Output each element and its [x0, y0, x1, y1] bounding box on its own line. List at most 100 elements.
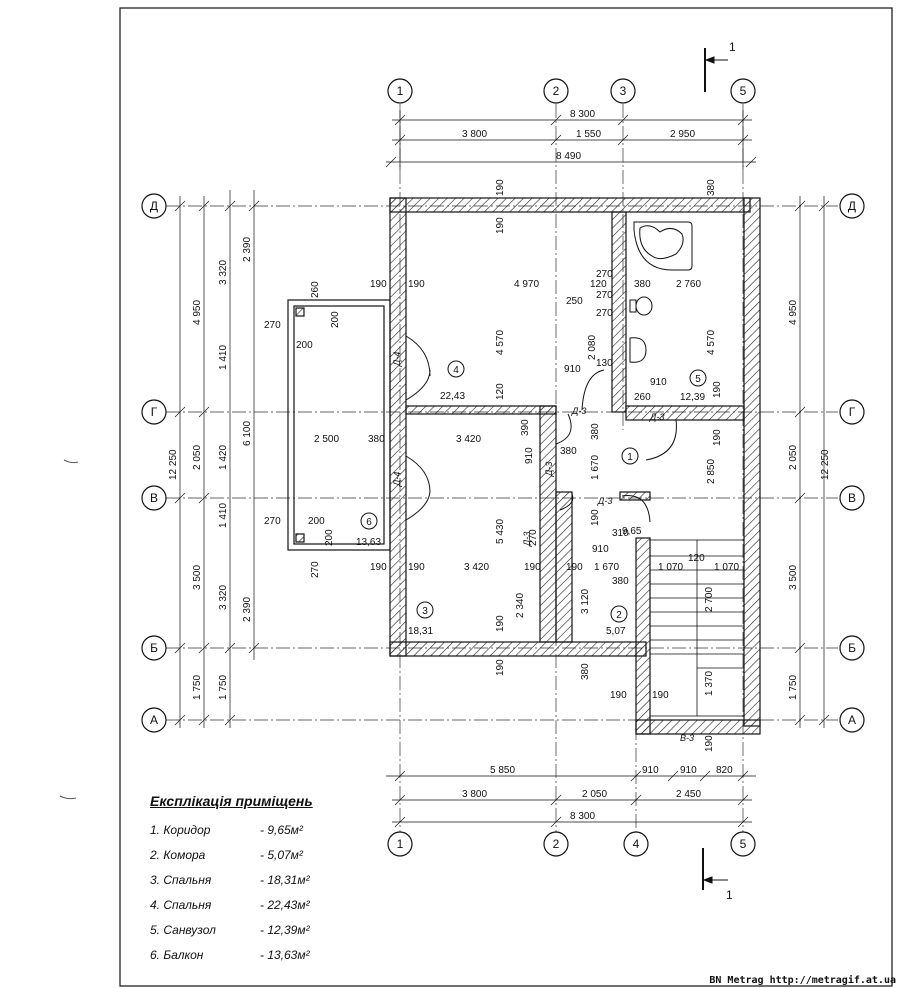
svg-text:910: 910	[564, 364, 581, 375]
svg-text:310: 310	[612, 528, 629, 539]
svg-text:18,31: 18,31	[408, 626, 433, 637]
toilet-icon	[629, 296, 653, 316]
svg-text:910: 910	[642, 765, 659, 776]
svg-text:3 800: 3 800	[462, 789, 487, 800]
interior-dimension-texts: 190 190 380 190 190 4 970 120 270 380 2 …	[264, 179, 739, 752]
svg-text:190: 190	[495, 659, 506, 676]
svg-text:910: 910	[524, 447, 535, 464]
axis-row-b-right: Б	[839, 635, 865, 661]
svg-text:В: В	[150, 491, 158, 505]
svg-text:380: 380	[706, 179, 717, 196]
svg-text:3 420: 3 420	[456, 434, 481, 445]
room-6: 613,63	[356, 512, 381, 548]
svg-text:2: 2	[616, 610, 622, 621]
svg-text:22,43: 22,43	[440, 391, 465, 402]
svg-text:190: 190	[370, 562, 387, 573]
axis-row-b-left: Б	[141, 635, 167, 661]
svg-text:А: А	[848, 713, 856, 727]
svg-text:1 410: 1 410	[218, 345, 229, 370]
door-marks: Д-4 Д-4 Д-3 Д-3 Д-3 Д-3 Д-3 В-3	[392, 352, 694, 743]
svg-text:1 070: 1 070	[714, 562, 739, 573]
bathtub-icon	[633, 221, 693, 271]
svg-text:200: 200	[330, 311, 341, 328]
svg-text:Д-4: Д-4	[392, 472, 402, 487]
axis-col-5-top: 5	[730, 78, 756, 104]
svg-text:4: 4	[633, 837, 640, 851]
svg-text:4 950: 4 950	[788, 300, 799, 325]
legend-title: Експлікація приміщень	[150, 793, 313, 809]
svg-text:1 370: 1 370	[704, 671, 715, 696]
svg-text:Д-3: Д-3	[544, 462, 554, 477]
sink-icon	[629, 337, 647, 363]
balcony	[287, 299, 391, 551]
section-mark-top: 1	[704, 40, 736, 92]
drawing-frame	[119, 7, 893, 987]
svg-text:270: 270	[264, 516, 281, 527]
svg-text:910: 910	[592, 544, 609, 555]
room-3: 318,31	[408, 601, 434, 637]
svg-text:Б: Б	[150, 641, 158, 655]
stairs	[649, 539, 745, 717]
svg-text:1: 1	[729, 40, 736, 54]
svg-text:380: 380	[368, 434, 385, 445]
svg-text:Д: Д	[150, 199, 158, 213]
axis-col-2-bottom: 2	[543, 831, 569, 857]
svg-text:270: 270	[310, 561, 321, 578]
svg-text:190: 190	[712, 381, 723, 398]
svg-text:910: 910	[650, 377, 667, 388]
room-legend: Експлікація приміщень 1. Коридор- 9,65м²…	[150, 793, 410, 973]
legend-row: 5. Санвузол- 12,39м²	[150, 923, 310, 937]
svg-text:1 750: 1 750	[788, 675, 799, 700]
svg-text:260: 260	[310, 281, 321, 298]
svg-text:2 080: 2 080	[587, 335, 598, 360]
svg-text:190: 190	[408, 279, 425, 290]
svg-text:1 750: 1 750	[192, 675, 203, 700]
svg-text:Д: Д	[848, 199, 856, 213]
svg-text:2 700: 2 700	[704, 587, 715, 612]
svg-text:1 420: 1 420	[218, 445, 229, 470]
svg-text:6 100: 6 100	[242, 421, 253, 446]
svg-text:380: 380	[590, 423, 601, 440]
svg-text:3 320: 3 320	[218, 585, 229, 610]
axis-row-d-left: Д	[141, 193, 167, 219]
axis-row-v-right: В	[839, 485, 865, 511]
svg-text:2 390: 2 390	[242, 237, 253, 262]
svg-text:190: 190	[495, 217, 506, 234]
dimension-texts: 8 300 3 800 1 550 2 950 8 490 5 850 910 …	[168, 109, 831, 822]
axis-col-3-top: 3	[610, 78, 636, 104]
svg-text:2 850: 2 850	[706, 459, 717, 484]
svg-text:1 550: 1 550	[576, 129, 601, 140]
dimension-lines	[174, 110, 830, 828]
svg-text:270: 270	[596, 308, 613, 319]
legend-row: 3. Спальня- 18,31м²	[150, 873, 310, 887]
axis-row-d-right: Д	[839, 193, 865, 219]
svg-text:190: 190	[495, 615, 506, 632]
svg-text:3: 3	[620, 84, 627, 98]
svg-text:Д-3: Д-3	[649, 412, 664, 422]
watermark: BN Metrag http://metragif.at.ua	[709, 975, 896, 986]
walls	[389, 197, 761, 735]
room-5: 512,39	[680, 369, 707, 403]
svg-text:2 340: 2 340	[515, 593, 526, 618]
svg-text:270: 270	[528, 529, 539, 546]
svg-text:2 950: 2 950	[670, 129, 695, 140]
svg-text:2 450: 2 450	[676, 789, 701, 800]
svg-text:2 050: 2 050	[788, 445, 799, 470]
svg-text:Б: Б	[848, 641, 856, 655]
axis-markers: 1 2 3 5 1 2 4 5 Д Г В Б А Д Г В Б А	[141, 78, 865, 857]
legend-row: 4. Спальня- 22,43м²	[150, 898, 310, 912]
svg-text:190: 190	[524, 562, 541, 573]
svg-text:190: 190	[566, 562, 583, 573]
svg-text:270: 270	[596, 290, 613, 301]
svg-text:3 500: 3 500	[788, 565, 799, 590]
svg-text:1 670: 1 670	[590, 455, 601, 480]
svg-text:5: 5	[695, 374, 701, 385]
svg-text:5: 5	[740, 84, 747, 98]
svg-text:4: 4	[453, 365, 459, 376]
svg-text:910: 910	[680, 765, 697, 776]
svg-text:13,63: 13,63	[356, 537, 381, 548]
svg-text:190: 190	[704, 735, 715, 752]
svg-text:5 430: 5 430	[495, 519, 506, 544]
svg-text:4 970: 4 970	[514, 279, 539, 290]
